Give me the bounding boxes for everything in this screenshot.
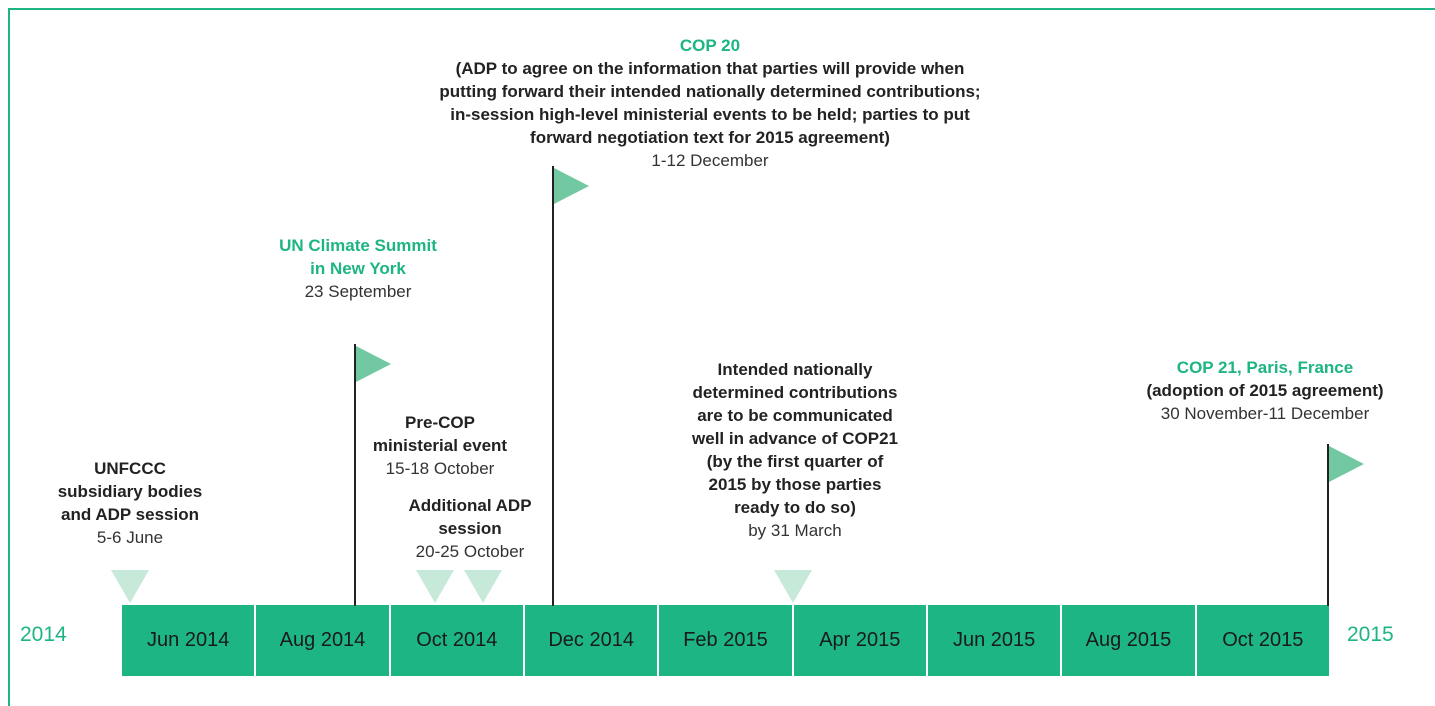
month-cell: Oct 2015 xyxy=(1222,629,1304,651)
event-title-line: Pre-COP xyxy=(405,413,475,432)
event-title-line: COP 20 xyxy=(679,36,741,55)
frame-top-border xyxy=(8,8,1435,10)
event-adp-session: Additional ADP session 20-25 October xyxy=(380,494,560,563)
event-title-line: UNFCCC xyxy=(94,459,166,478)
event-date: 23 September xyxy=(304,282,412,301)
event-sb-session: UNFCCC subsidiary bodies and ADP session… xyxy=(30,457,230,549)
triangle-marker-icon xyxy=(111,570,149,603)
flag-pole xyxy=(552,166,554,606)
month-cell: Jun 2014 xyxy=(122,605,257,676)
event-description-line: (ADP to agree on the information that pa… xyxy=(455,59,965,78)
event-date: 1-12 December xyxy=(651,151,769,170)
month-cell: Aug 2014 xyxy=(256,605,391,676)
month-cell: Feb 2015 xyxy=(659,605,794,676)
event-title-line: ready to do so) xyxy=(734,498,856,517)
timeline-bar: Jun 2014 Aug 2014 Oct 2014 Dec 2014 Feb … xyxy=(122,604,1329,676)
event-un-summit: UN Climate Summit in New York 23 Septemb… xyxy=(238,234,478,303)
event-description-line: putting forward their intended nationall… xyxy=(439,82,981,101)
event-title-line: (by the first quarter of xyxy=(706,452,884,471)
triangle-marker-icon xyxy=(774,570,812,603)
flag-icon xyxy=(356,346,391,382)
event-date: by 31 March xyxy=(748,521,842,540)
flag-icon xyxy=(554,168,589,204)
month-cell: Apr 2015 xyxy=(794,605,928,676)
event-title-line: 2015 by those parties xyxy=(708,475,882,494)
event-cop20: COP 20 (ADP to agree on the information … xyxy=(330,34,1090,172)
event-title-line: Intended nationally xyxy=(717,360,873,379)
month-cell: Oct 2014 xyxy=(391,605,525,676)
start-year-label: 2014 xyxy=(20,623,67,646)
event-date: 5-6 June xyxy=(96,528,164,547)
event-indc: Intended nationally determined contribut… xyxy=(650,358,940,542)
frame-left-border xyxy=(8,8,10,706)
event-title-line: ministerial event xyxy=(372,436,508,455)
event-title-line: Additional ADP xyxy=(408,496,532,515)
event-title-line: UN Climate Summit xyxy=(279,236,437,255)
triangle-marker-icon xyxy=(416,570,454,603)
month-cell: Jun 2015 xyxy=(928,605,1063,676)
event-description-line: forward negotiation text for 2015 agreem… xyxy=(530,128,890,147)
event-description-line: in-session high-level ministerial events… xyxy=(450,105,970,124)
event-date: 20-25 October xyxy=(415,542,525,561)
flag-icon xyxy=(1329,446,1364,482)
event-date: 15-18 October xyxy=(385,459,495,478)
event-date: 30 November-11 December xyxy=(1160,404,1370,423)
event-subtitle: (adoption of 2015 agreement) xyxy=(1146,381,1384,400)
event-title-line: determined contributions xyxy=(692,383,898,402)
event-title-line: are to be communicated xyxy=(697,406,893,425)
flag-pole xyxy=(1327,444,1329,606)
event-title-line: COP 21, Paris, France xyxy=(1176,358,1354,377)
event-cop21: COP 21, Paris, France (adoption of 2015 … xyxy=(1105,356,1425,425)
event-title-line: session xyxy=(438,519,502,538)
event-title-line: subsidiary bodies xyxy=(57,482,203,501)
event-title-line: and ADP session xyxy=(61,505,199,524)
end-year-label: 2015 xyxy=(1347,623,1394,646)
triangle-marker-icon xyxy=(464,570,502,603)
event-title-line: in New York xyxy=(310,259,406,278)
event-title-line: well in advance of COP21 xyxy=(692,429,898,448)
month-cell: Aug 2015 xyxy=(1062,605,1197,676)
month-cell: Dec 2014 xyxy=(525,605,660,676)
flag-pole xyxy=(354,344,356,606)
event-pre-cop: Pre-COP ministerial event 15-18 October xyxy=(350,411,530,480)
